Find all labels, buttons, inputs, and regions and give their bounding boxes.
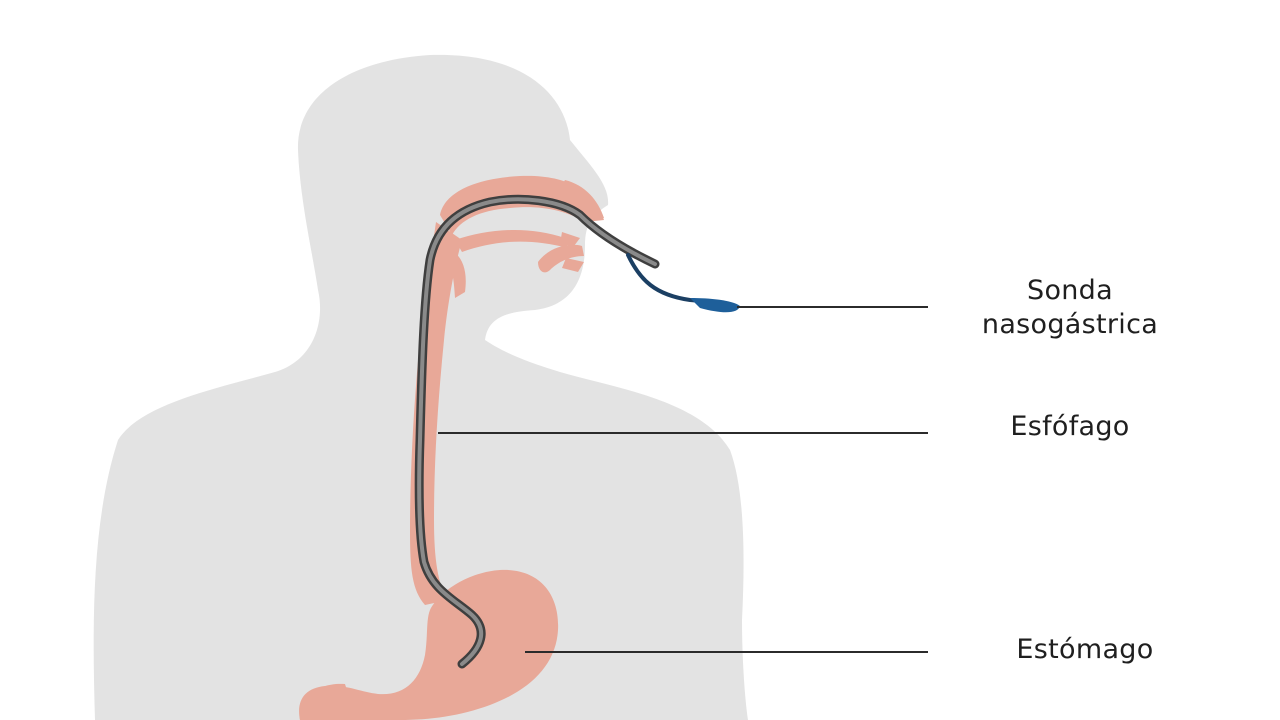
label-sonda-line1: Sonda: [1027, 275, 1113, 306]
label-sonda-line2: nasogástrica: [981, 309, 1159, 340]
label-estomago: Estómago: [990, 633, 1180, 667]
label-sonda-nasogastrica: Sonda nasogástrica: [965, 274, 1175, 342]
label-esofago: Esfófago: [990, 410, 1150, 444]
nasal-cavity: [440, 175, 604, 235]
chin-tissue: [562, 258, 584, 272]
nasogastric-tube: [417, 197, 657, 666]
mouth-tissue: [538, 244, 584, 273]
label-estomago-text: Estómago: [1016, 634, 1154, 665]
epiglottis-tissue: [446, 250, 466, 298]
stomach: [299, 569, 559, 720]
tube-tip: [690, 298, 740, 313]
duodenum: [299, 683, 350, 720]
nose-tip-tissue: [560, 180, 604, 220]
label-esofago-text: Esfófago: [1010, 411, 1130, 442]
lip-tissue: [560, 232, 580, 246]
hard-palate: [455, 229, 568, 252]
